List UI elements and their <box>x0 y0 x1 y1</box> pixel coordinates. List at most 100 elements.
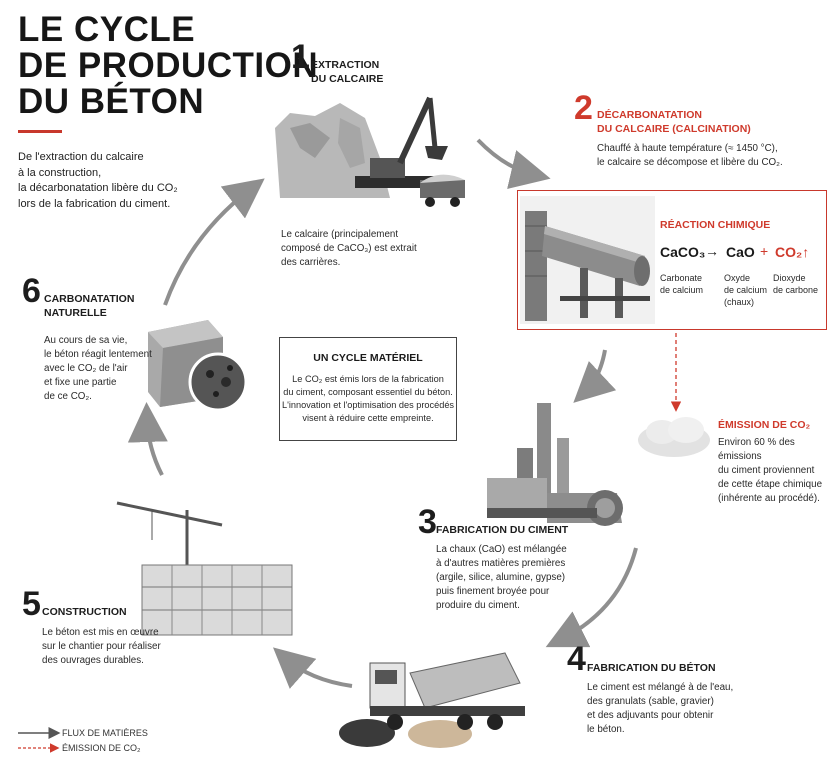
emission-title: ÉMISSION DE CO₂ <box>718 419 811 431</box>
product-cao-label-line: de calcium <box>724 285 768 295</box>
step-5-title: CONSTRUCTION <box>42 606 127 618</box>
step-4-title: FABRICATION DU BÉTON <box>587 662 716 674</box>
legend-flow-label: FLUX DE MATIÈRES <box>62 728 148 738</box>
product-co2-label: Dioxyde de carbone <box>773 272 818 296</box>
title-line-1: LE CYCLE <box>18 10 196 49</box>
cement-plant-illustration <box>487 403 623 526</box>
intro-line: lors de la fabrication du ciment. <box>18 197 171 210</box>
intro-text: De l'extraction du calcaire à la constru… <box>18 150 238 212</box>
emission-body-line: Environ 60 % des émissions <box>718 437 795 462</box>
emission-body-line: (inhérente au procédé). <box>718 493 820 504</box>
step-5-description: Le béton est mis en œuvre sur le chantie… <box>42 626 161 668</box>
product-co2-label-line: de carbone <box>773 285 819 295</box>
step-5-number: 5 <box>22 585 41 623</box>
step-3-title: FABRICATION DU CIMENT <box>436 524 569 536</box>
arrow-1-to-2 <box>476 138 551 190</box>
reaction-plus: + <box>760 243 769 259</box>
step-6-body-line: et fixe une partie <box>44 377 117 388</box>
step-6-body-line: de ce CO₂. <box>44 391 92 402</box>
step-2-title-line: DU CALCAIRE (CALCINATION) <box>597 123 751 135</box>
step-4-body-line: Le ciment est mélangé à de l'eau, <box>587 682 734 693</box>
step-2-title: DÉCARBONATATION DU CALCAIRE (CALCINATION… <box>597 108 751 136</box>
step-6-body-line: avec le CO₂ de l'air <box>44 363 128 374</box>
page-title: LE CYCLE DE PRODUCTION DU BÉTON <box>18 12 318 120</box>
step-6-number: 6 <box>22 272 41 310</box>
co2-cloud-illustration <box>638 417 710 457</box>
step-5-body-line: des ouvrages durables. <box>42 655 144 666</box>
step-3-number: 3 <box>418 503 437 541</box>
step-4-body-line: le béton. <box>587 724 625 735</box>
intro-line: De l'extraction du calcaire <box>18 151 144 163</box>
emission-body-line: de cette étape chimique <box>718 479 823 490</box>
step-1-body-line: Le calcaire (principalement <box>281 229 399 240</box>
step-3-description: La chaux (CaO) est mélangée à d'autres m… <box>436 543 567 613</box>
emission-body-line: du ciment proviennent <box>718 465 815 476</box>
emission-description: Environ 60 % des émissions du ciment pro… <box>718 436 833 506</box>
legend-emission-label: ÉMISSION DE CO₂ <box>62 743 141 753</box>
reactant-label-line: Carbonate <box>660 273 703 283</box>
step-4-number: 4 <box>567 640 586 678</box>
step-1-title: EXTRACTION DU CALCAIRE <box>311 58 383 86</box>
step-1-description: Le calcaire (principalement composé de C… <box>281 228 417 270</box>
step-3-body-line: puis finement broyée pour <box>436 586 550 597</box>
step-4-body-line: et des adjuvants pour obtenir <box>587 710 714 721</box>
product-cao-label-line: Oxyde <box>724 273 751 283</box>
excavator-quarry-illustration <box>275 96 465 207</box>
reactant-formula: CaCO₃ <box>660 244 706 260</box>
product-cao-formula: CaO <box>726 244 755 260</box>
intro-line: la décarbonatation libère du CO₂ <box>18 182 178 194</box>
product-cao-label: Oxyde de calcium (chaux) <box>724 272 767 308</box>
step-2-description: Chauffé à haute température (≈ 1450 °C),… <box>597 142 783 170</box>
step-1-number: 1 <box>291 38 310 76</box>
center-info-box: UN CYCLE MATÉRIEL Le CO₂ est émis lors d… <box>279 337 457 441</box>
reactant-label: Carbonate de calcium <box>660 272 703 296</box>
step-2-title-line: DÉCARBONATATION <box>597 109 702 121</box>
step-2-body-line: le calcaire se décompose et libère du CO… <box>597 157 783 168</box>
step-4-description: Le ciment est mélangé à de l'eau, des gr… <box>587 681 733 737</box>
title-line-3: DU BÉTON <box>18 82 205 121</box>
step-6-body-line: le béton réagit lentement <box>44 349 152 360</box>
product-co2-formula: CO₂↑ <box>775 244 810 260</box>
step-5-body-line: Le béton est mis en œuvre <box>42 627 159 638</box>
center-title: UN CYCLE MATÉRIEL <box>313 352 423 364</box>
center-body-line: visent à réduire cette empreinte. <box>302 413 434 423</box>
arrow-2-to-3 <box>573 349 617 403</box>
construction-site-illustration <box>116 501 293 636</box>
arrow-4-to-5 <box>272 647 353 689</box>
intro-line: à la construction, <box>18 166 102 179</box>
step-6-title: CARBONATATION NATURELLE <box>44 292 134 320</box>
legend-symbols <box>18 727 61 753</box>
title-divider <box>18 130 62 133</box>
title-line-2: DE PRODUCTION <box>18 46 319 85</box>
step-6-body-line: Au cours de sa vie, <box>44 335 128 346</box>
product-co2-label-line: Dioxyde <box>773 273 806 283</box>
step-2-number: 2 <box>574 89 593 127</box>
reaction-title: RÉACTION CHIMIQUE <box>660 219 771 231</box>
step-3-body-line: à d'autres matières premières <box>436 558 566 569</box>
step-3-body-line: (argile, silice, alumine, gypse) <box>436 572 566 583</box>
arrow-3-to-4 <box>545 547 638 648</box>
product-cao-label-line: (chaux) <box>724 297 755 307</box>
reaction-arrow: → <box>705 243 719 259</box>
step-1-body-line: composé de CaCO₃) est extrait <box>281 243 417 254</box>
reactant-label-line: de calcium <box>660 285 704 295</box>
step-6-description: Au cours de sa vie, le béton réagit lent… <box>44 334 152 404</box>
center-body-line: L'innovation et l'optimisation des procé… <box>281 400 455 410</box>
center-description: Le CO₂ est émis lors de la fabrication d… <box>280 373 456 425</box>
step-1-title-line: EXTRACTION <box>311 59 380 71</box>
concrete-truck-illustration <box>339 652 525 748</box>
step-6-title-line: CARBONATATION <box>44 293 135 305</box>
step-4-body-line: des granulats (sable, gravier) <box>587 696 714 707</box>
step-3-body-line: La chaux (CaO) est mélangée <box>436 544 567 555</box>
arrow-5-to-6 <box>127 402 168 476</box>
step-1-body-line: des carrières. <box>281 257 341 268</box>
step-1-title-line: DU CALCAIRE <box>311 73 384 85</box>
step-5-body-line: sur le chantier pour réaliser <box>42 641 161 652</box>
step-3-body-line: produire du ciment. <box>436 600 520 611</box>
step-2-body-line: Chauffé à haute température (≈ 1450 °C), <box>597 143 778 154</box>
center-body-line: du ciment, composant essentiel du béton. <box>283 387 453 397</box>
step-6-title-line: NATURELLE <box>44 307 107 319</box>
center-body-line: Le CO₂ est émis lors de la fabrication <box>292 374 444 384</box>
rotary-kiln-illustration <box>520 196 655 324</box>
